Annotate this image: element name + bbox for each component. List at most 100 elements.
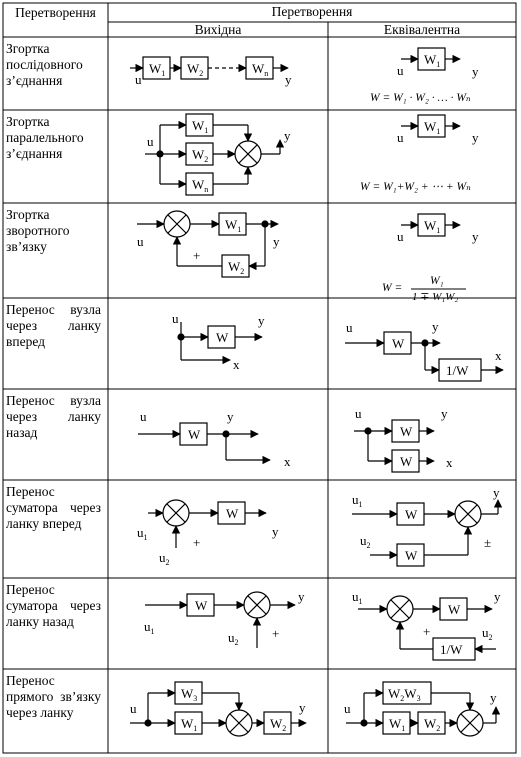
svg-text:u: u [397, 130, 404, 145]
svg-text:W1: W1 [181, 716, 197, 733]
svg-text:u: u [147, 134, 154, 149]
summing-junction [243, 591, 271, 619]
svg-text:W: W [226, 506, 239, 521]
summing-junction [456, 709, 484, 737]
svg-text:W = W₁ · W₂ · … · Wₙ: W = W₁ · W₂ · … · Wₙ [370, 92, 471, 104]
summer-forward-equivalent-diagram [352, 499, 503, 567]
svg-text:Wn: Wn [192, 177, 208, 194]
svg-text:u2: u2 [482, 625, 493, 642]
svg-text:y: y [273, 234, 280, 249]
svg-text:y: y [272, 524, 279, 539]
svg-text:W: W [188, 427, 201, 442]
svg-text:W: W [400, 424, 413, 439]
svg-text:+: + [193, 535, 200, 550]
svg-text:y: y [258, 313, 265, 328]
svg-text:W =: W = [382, 282, 402, 294]
parallel-original-diagram [145, 113, 285, 196]
svg-text:u: u [344, 701, 351, 716]
forward-path-original-diagram [130, 681, 307, 737]
svg-text:u1: u1 [144, 619, 155, 636]
summing-junction [386, 595, 414, 623]
series-original-diagram [130, 56, 289, 80]
svg-text:W1: W1 [192, 118, 208, 135]
row-name-forward-path: Перенос прямого зв’язку через ланку [6, 673, 101, 720]
row-name-feedback: Згортка зворотного зв’язку [6, 207, 70, 254]
svg-text:u2: u2 [360, 533, 371, 550]
svg-text:±: ± [484, 535, 491, 550]
node-forward-equivalent-diagram [345, 331, 504, 382]
summing-junction [162, 499, 190, 527]
summing-junction [225, 709, 253, 737]
row-name-summer-forward: Перенос суматора через ланку вперед [6, 484, 101, 531]
svg-text:u: u [355, 406, 362, 421]
svg-text:u: u [172, 311, 179, 326]
svg-text:y: y [472, 64, 479, 79]
header-group-transformation: Перетворення [271, 4, 353, 19]
svg-text:u2: u2 [228, 630, 239, 647]
svg-text:W2: W2 [270, 716, 286, 733]
svg-text:W1: W1 [424, 218, 440, 235]
parallel-equivalent-diagram [401, 114, 461, 138]
feedback-equivalent-diagram [401, 213, 466, 290]
summer-forward-original-diagram [148, 499, 267, 548]
svg-text:x: x [446, 455, 453, 470]
summing-junction [163, 210, 191, 238]
row-name-parallel: Згортка паралельного з’єднання [6, 114, 84, 161]
svg-text:y: y [432, 319, 439, 334]
series-equivalent-diagram [401, 47, 461, 71]
summing-junction [454, 500, 482, 528]
svg-text:W: W [405, 548, 418, 563]
svg-text:W1: W1 [149, 61, 165, 78]
row-name-series: Згортка послідовного з’єднання [6, 41, 83, 88]
svg-text:W: W [405, 507, 418, 522]
svg-text:W: W [400, 454, 413, 469]
svg-text:W = W₁+W₂ + ⋯ + Wₙ: W = W₁+W₂ + ⋯ + Wₙ [360, 181, 471, 193]
svg-text:y: y [472, 130, 479, 145]
svg-text:W: W [448, 602, 461, 617]
svg-text:W: W [195, 598, 208, 613]
node-backward-original-diagram [138, 422, 271, 465]
svg-text:1/W: 1/W [440, 642, 463, 657]
svg-text:y: y [285, 72, 292, 87]
svg-text:+: + [193, 248, 200, 263]
svg-text:y: y [490, 690, 497, 705]
svg-text:y: y [494, 589, 501, 604]
svg-text:u: u [397, 63, 404, 78]
node-backward-equivalent-diagram [354, 419, 435, 473]
svg-text:y: y [299, 700, 306, 715]
svg-text:u: u [137, 234, 144, 249]
svg-text:u1: u1 [352, 492, 363, 509]
feedback-original-diagram [137, 210, 279, 278]
svg-text:W2: W2 [192, 147, 208, 164]
svg-text:1 ∓ W₁W₂: 1 ∓ W₁W₂ [412, 291, 458, 303]
row-name-summer-backward: Перенос суматора через ланку назад [6, 582, 101, 629]
svg-text:W₁: W₁ [430, 275, 444, 287]
svg-text:u: u [130, 701, 137, 716]
svg-text:W3: W3 [181, 686, 197, 703]
svg-text:y: y [472, 229, 479, 244]
svg-text:u: u [135, 72, 142, 87]
svg-text:W1: W1 [424, 52, 440, 69]
svg-text:y: y [298, 589, 305, 604]
svg-text:+: + [272, 626, 279, 641]
svg-text:+: + [423, 624, 430, 639]
summing-junction [234, 140, 262, 168]
svg-text:u1: u1 [137, 525, 148, 542]
svg-text:y: y [284, 128, 291, 143]
svg-text:W2: W2 [228, 259, 244, 276]
row-name-node-backward: Перенос вузла через ланку назад [6, 393, 101, 440]
svg-text:1/W: 1/W [446, 363, 469, 378]
svg-text:u: u [397, 229, 404, 244]
svg-text:W2W3: W2W3 [388, 686, 421, 703]
svg-text:x: x [284, 454, 291, 469]
row-name-node-forward: Перенос вузла через ланку вперед [6, 302, 101, 349]
svg-text:W: W [216, 330, 229, 345]
svg-text:x: x [233, 357, 240, 372]
header-original: Вихідна [194, 22, 242, 37]
node-forward-original-diagram [177, 322, 263, 365]
header-equivalent: Еквівалентна [383, 22, 461, 37]
summer-backward-original-diagram [145, 591, 296, 648]
